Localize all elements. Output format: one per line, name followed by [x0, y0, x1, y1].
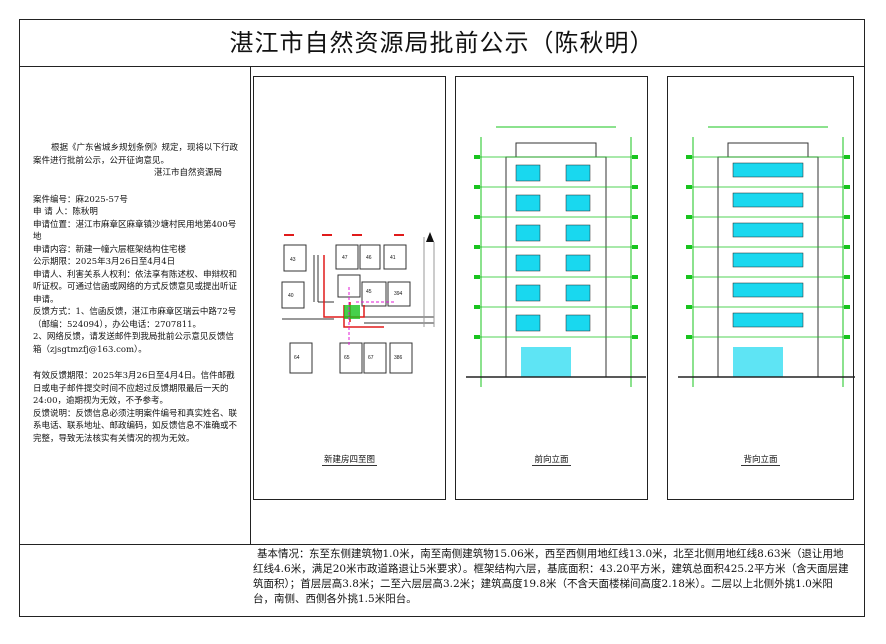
level-marker	[844, 275, 850, 279]
window	[515, 164, 541, 182]
window	[732, 312, 804, 328]
site-plan-caption: 新建房四至图	[321, 455, 377, 466]
site-label: 65	[344, 355, 350, 361]
site-label: 41	[390, 255, 396, 261]
window	[732, 192, 804, 208]
level-marker	[474, 275, 480, 279]
level-marker	[474, 215, 480, 219]
level-marker	[474, 305, 480, 309]
window	[565, 224, 591, 242]
level-marker	[632, 155, 638, 159]
window	[515, 224, 541, 242]
location: 申请位置：湛江市麻章区麻章镇沙塘村民用地第400号地	[33, 219, 237, 243]
requirements: 反馈说明：反馈信息必须注明案件编号和真实姓名、联系电话、联系地址、邮政编码，如反…	[33, 408, 238, 444]
level-marker	[474, 245, 480, 249]
window	[732, 282, 804, 298]
valid-period: 有效反馈期限：2025年3月26日至4月4日。信件邮戳日或电子邮件提交时间不应超…	[33, 371, 235, 406]
site-label: 64	[294, 355, 300, 361]
level-marker	[474, 335, 480, 339]
back-elevation-drawing	[678, 126, 855, 387]
window	[732, 252, 804, 268]
window	[515, 194, 541, 212]
window	[515, 254, 541, 272]
level-marker	[686, 155, 692, 159]
level-marker	[844, 305, 850, 309]
window	[565, 194, 591, 212]
level-marker	[844, 155, 850, 159]
ground-door	[733, 347, 783, 377]
basic-info-text: 东至东侧建筑物1.0米，南至南侧建筑物15.06米，西至西侧用地红线13.0米，…	[253, 548, 849, 605]
notice-sheet: 湛江市自然资源局批前公示（陈秋明） 根据《广东省城乡规划条例》规定，现将以下行政…	[19, 19, 865, 617]
rights: 申请人、利害关系人权利：依法享有陈述权、申辩权和听证权。可通过信函或网络的方式反…	[33, 269, 238, 305]
feedback-letter: 反馈方式：1、信函反馈，湛江市麻章区瑞云中路72号（邮编：524094），办公电…	[33, 307, 237, 330]
site-label: 43	[290, 257, 296, 263]
level-marker	[686, 305, 692, 309]
front-elevation-caption: 前向立面	[532, 455, 571, 466]
level-marker	[686, 245, 692, 249]
level-marker	[844, 245, 850, 249]
site-label: 47	[342, 255, 348, 261]
level-marker	[632, 215, 638, 219]
level-marker	[474, 155, 480, 159]
window	[565, 254, 591, 272]
level-marker	[632, 275, 638, 279]
level-marker	[844, 335, 850, 339]
level-marker	[474, 185, 480, 189]
level-marker	[844, 215, 850, 219]
feedback-email: 2、网络反馈，请发送邮件到我局批前公示意见反馈信箱（zjsgtmzfj@163.…	[33, 332, 234, 355]
window	[565, 284, 591, 302]
window	[565, 314, 591, 332]
site-plan-drawing: 43 40 47 46 41 45 394 64 386 65 67	[281, 232, 435, 374]
site-label: 67	[368, 355, 374, 361]
window	[565, 164, 591, 182]
level-marker	[632, 305, 638, 309]
basic-info: 基本情况： 东至东侧建筑物1.0米，南至南侧建筑物15.06米，西至西侧用地红线…	[20, 544, 864, 616]
level-marker	[844, 185, 850, 189]
stair-house	[515, 142, 597, 158]
back-elevation-caption: 背向立面	[741, 455, 780, 466]
window	[732, 222, 804, 238]
site-plan-panel: 43 40 47 46 41 45 394 64 386 65 67 新建房四至…	[253, 76, 446, 500]
site-label: 46	[366, 255, 372, 261]
site-label: 386	[394, 355, 403, 361]
front-elevation-drawing	[466, 126, 646, 387]
site-label: 45	[366, 289, 372, 295]
level-marker	[686, 215, 692, 219]
back-elevation-panel: 背向立面	[667, 76, 855, 500]
window	[732, 162, 804, 178]
window	[515, 314, 541, 332]
basic-info-label: 基本情况：	[257, 548, 310, 560]
level-marker	[686, 335, 692, 339]
site-label: 40	[288, 293, 294, 299]
window	[515, 284, 541, 302]
level-marker	[632, 335, 638, 339]
notice-text-column: 根据《广东省城乡规划条例》规定，现将以下行政案件进行批前公示，公开征询意见。 湛…	[20, 67, 251, 544]
site-label: 394	[394, 291, 403, 297]
ground-door	[521, 347, 571, 377]
period: 公示期限：2025年3月26日至4月4日	[33, 257, 176, 267]
level-marker	[632, 245, 638, 249]
page-title: 湛江市自然资源局批前公示（陈秋明）	[20, 20, 864, 67]
case-number: 案件编号：麻2025-57号	[33, 194, 128, 205]
level-marker	[686, 185, 692, 189]
front-elevation-panel: 前向立面	[455, 76, 648, 500]
notice-intro: 根据《广东省城乡规划条例》规定，现将以下行政案件进行批前公示，公开征询意见。	[33, 143, 239, 166]
stair-house	[727, 142, 809, 158]
level-marker	[632, 185, 638, 189]
notice-org: 湛江市自然资源局	[153, 168, 222, 178]
content: 申请内容：新建一幢六层框架结构住宅楼	[33, 244, 187, 255]
applicant: 申 请 人：陈秋明	[33, 207, 98, 217]
level-marker	[686, 275, 692, 279]
